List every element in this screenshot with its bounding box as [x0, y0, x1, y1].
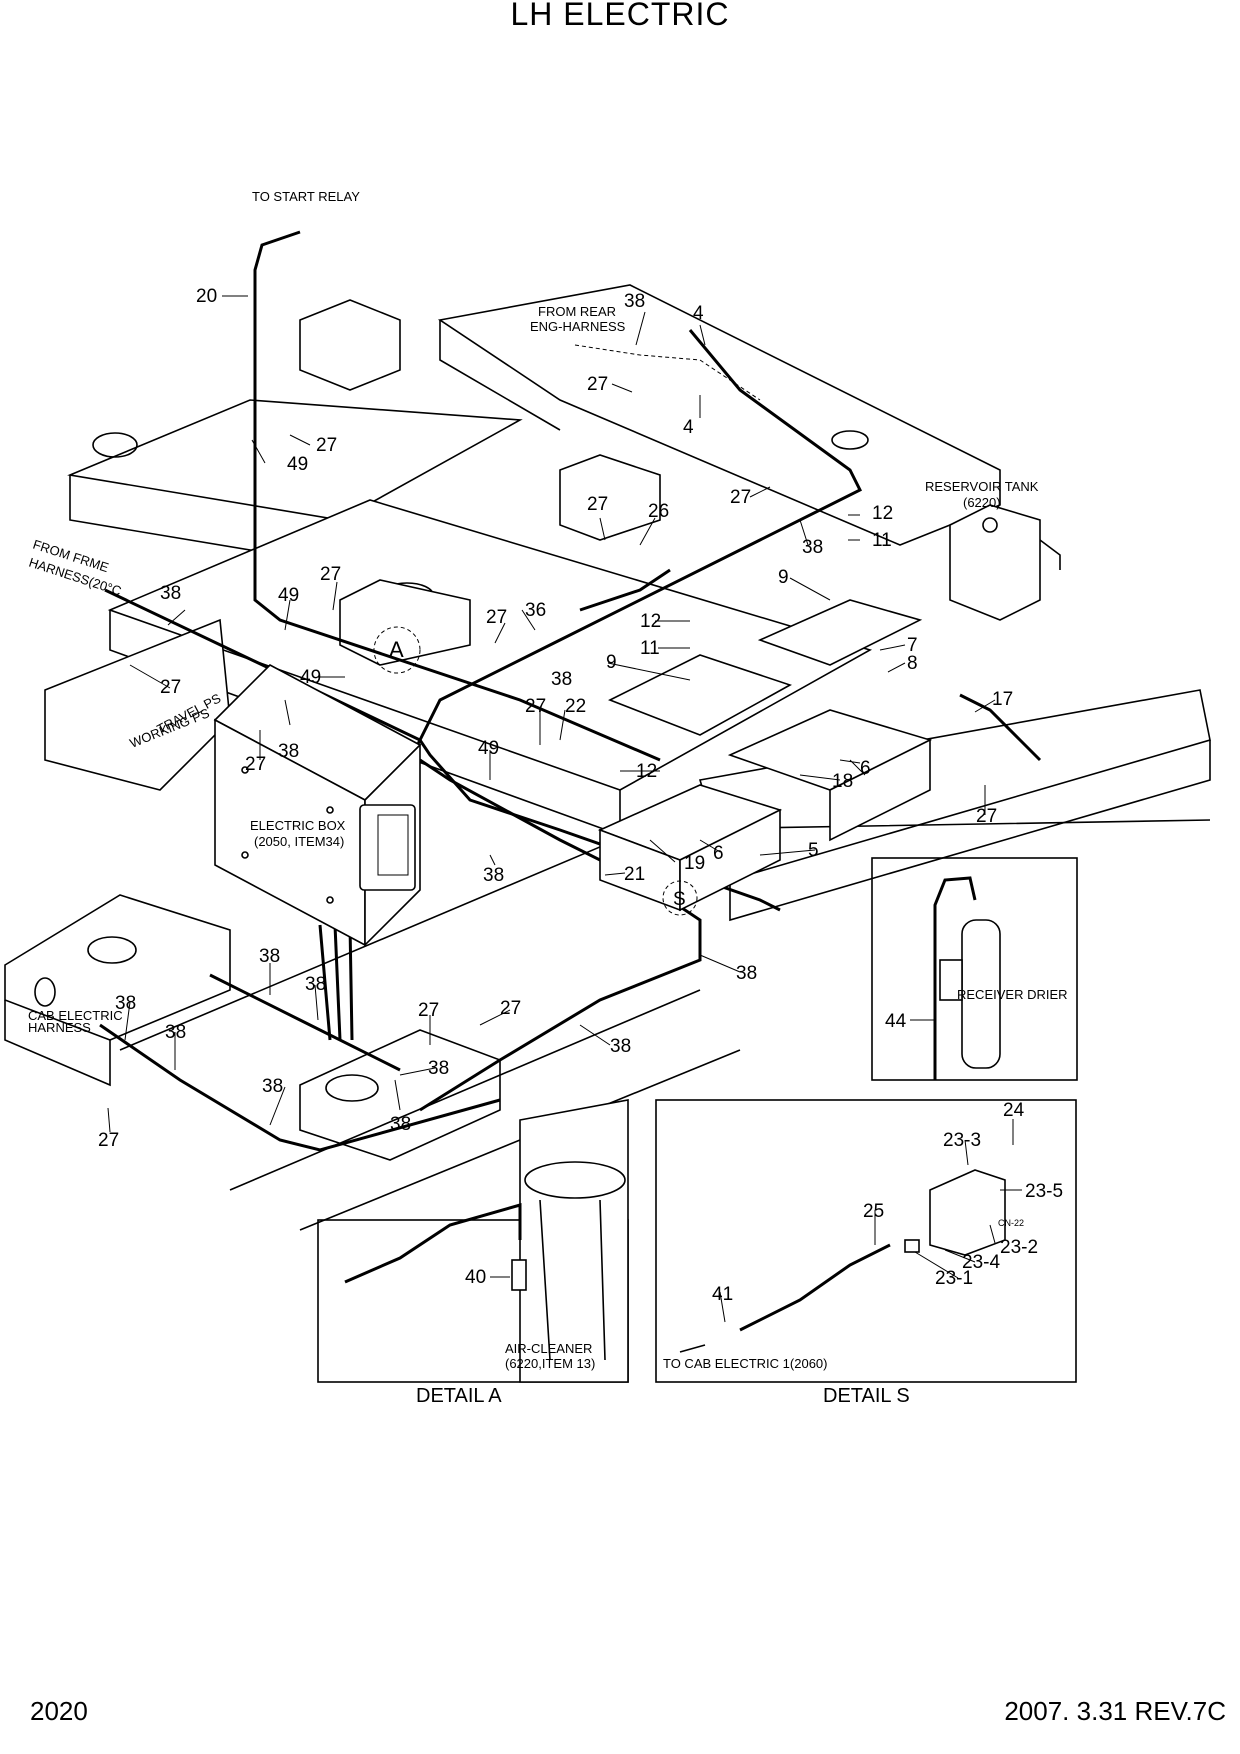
callout-38: 38 — [262, 1076, 283, 1097]
callout-38: 38 — [160, 583, 181, 604]
note-receiver-drier: RECEIVER DRIER — [957, 987, 1068, 1002]
detail-s-inset — [655, 1099, 1077, 1383]
callout-27: 27 — [587, 494, 608, 515]
callout-27: 27 — [418, 1000, 439, 1021]
callout-27: 27 — [98, 1130, 119, 1151]
callout-27: 27 — [976, 806, 997, 827]
drawing-title: LH ELECTRIC — [510, 0, 730, 32]
detail-a-label: DETAIL A — [416, 1385, 502, 1407]
wiring-harness — [99, 230, 1042, 1152]
note-cn22: CN-22 — [998, 1218, 1024, 1228]
callout-38: 38 — [278, 741, 299, 762]
note-to-start-relay: TO START RELAY — [252, 189, 360, 204]
callout-27: 27 — [730, 487, 751, 508]
page-number: 2020 — [30, 1696, 88, 1726]
callout-23-1: 23-1 — [935, 1268, 973, 1289]
callout-38: 38 — [736, 963, 757, 984]
note-reservoir-2: (6220) — [963, 495, 1001, 510]
callout-49: 49 — [300, 667, 321, 688]
callout-38: 38 — [624, 291, 645, 312]
callout-49: 49 — [478, 738, 499, 759]
note-air-cleaner-1: AIR-CLEANER — [505, 1341, 592, 1356]
callout-38: 38 — [610, 1036, 631, 1057]
callout-27: 27 — [500, 998, 521, 1019]
leader-lines — [107, 295, 1022, 1323]
note-from-rear-2: ENG-HARNESS — [530, 319, 626, 334]
note-electric-box-1: ELECTRIC BOX — [250, 818, 346, 833]
callout-23-3: 23-3 — [943, 1130, 981, 1151]
callout-5: 5 — [808, 840, 819, 861]
callout-38: 38 — [165, 1022, 186, 1043]
note-from-rear-1: FROM REAR — [538, 304, 616, 319]
detail-a-marker — [373, 626, 421, 674]
detail-s-letter: S — [673, 889, 686, 910]
callout-49: 49 — [278, 585, 299, 606]
callout-38: 38 — [483, 865, 504, 886]
revision-date: 2007. 3.31 REV.7C — [1004, 1696, 1226, 1726]
callout-38: 38 — [428, 1058, 449, 1079]
callout-25: 25 — [863, 1201, 884, 1222]
callout-4: 4 — [683, 417, 694, 438]
callout-41: 41 — [712, 1284, 733, 1305]
callout-11: 11 — [872, 530, 892, 551]
callout-17: 17 — [992, 689, 1013, 710]
callout-24: 24 — [1003, 1100, 1025, 1121]
note-electric-box-2: (2050, ITEM34) — [254, 834, 344, 849]
callout-8: 8 — [907, 653, 918, 674]
callout-38: 38 — [802, 537, 823, 558]
callout-36: 36 — [525, 600, 546, 621]
note-cab-harness-1: CAB ELECTRIC — [28, 1008, 123, 1023]
callout-21: 21 — [624, 864, 645, 885]
reservoir-tank — [949, 504, 1061, 621]
callout-4: 4 — [693, 303, 704, 324]
callout-6: 6 — [713, 843, 724, 864]
callout-22: 22 — [565, 696, 586, 717]
upper-frame-structure — [4, 284, 1211, 1231]
callout-40: 40 — [465, 1267, 486, 1288]
note-air-cleaner-2: (6220,ITEM 13) — [505, 1356, 595, 1371]
callout-38: 38 — [305, 974, 326, 995]
callout-23-5: 23-5 — [1025, 1181, 1063, 1202]
callout-27: 27 — [587, 374, 608, 395]
callout-12: 12 — [636, 761, 657, 782]
detail-s-label: DETAIL S — [823, 1385, 910, 1407]
batteries — [597, 599, 933, 912]
callout-26: 26 — [648, 501, 669, 522]
callout-18: 18 — [832, 771, 853, 792]
callout-38: 38 — [115, 993, 136, 1014]
callout-27: 27 — [160, 677, 181, 698]
note-to-cab-electric: TO CAB ELECTRIC 1(2060) — [663, 1356, 827, 1371]
detail-a-letter: A — [389, 637, 404, 662]
callout-27: 27 — [316, 435, 337, 456]
callout-44: 44 — [885, 1011, 907, 1032]
callout-11: 11 — [640, 638, 660, 659]
callout-7: 7 — [907, 635, 918, 656]
callout-49: 49 — [287, 454, 308, 475]
electric-box — [213, 664, 422, 947]
callout-12: 12 — [640, 611, 661, 632]
part-callouts: 20 38 4 27 4 27 49 27 27 26 12 11 38 9 2… — [98, 286, 1063, 1305]
detail-s-marker — [662, 880, 698, 916]
callout-9: 9 — [606, 652, 617, 673]
callout-23-4: 23-4 — [962, 1252, 1000, 1273]
callout-9: 9 — [778, 567, 789, 588]
callout-27: 27 — [245, 754, 266, 775]
callout-6: 6 — [860, 758, 871, 779]
callout-27: 27 — [320, 564, 341, 585]
callout-27: 27 — [525, 696, 546, 717]
air-cleaner-detail-a — [317, 1099, 629, 1383]
callout-19: 19 — [684, 853, 705, 874]
receiver-drier-inset — [871, 857, 1078, 1081]
callout-23-2: 23-2 — [1000, 1237, 1038, 1258]
callout-38: 38 — [390, 1114, 411, 1135]
callout-38: 38 — [551, 669, 572, 690]
callout-38: 38 — [259, 946, 280, 967]
note-reservoir-1: RESERVOIR TANK — [925, 479, 1039, 494]
callout-27: 27 — [486, 607, 507, 628]
note-cab-harness-2: HARNESS — [28, 1020, 91, 1035]
callout-20: 20 — [196, 286, 217, 307]
callout-12: 12 — [872, 503, 893, 524]
